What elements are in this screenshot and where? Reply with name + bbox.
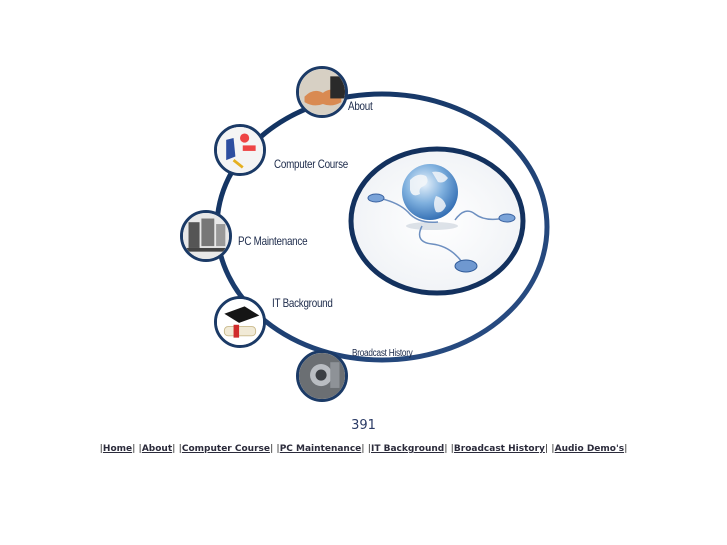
- about-thumbnail[interactable]: [296, 66, 348, 118]
- footer-link-audio-demos[interactable]: Audio Demo's: [554, 444, 625, 454]
- visitor-counter: 391: [351, 418, 376, 433]
- separator: | |: [132, 444, 142, 454]
- inner-orbit-ring: [348, 146, 526, 296]
- mouse-cables-icon: [377, 197, 506, 263]
- orbit-graphic: [214, 91, 550, 363]
- nav-computer-course-link[interactable]: Computer Course: [274, 157, 348, 171]
- globe-icon: [402, 164, 458, 230]
- computer-tower-icon: [183, 213, 229, 259]
- footer-link-about[interactable]: About: [141, 444, 173, 454]
- footer-link-it-background[interactable]: IT Background: [371, 444, 445, 454]
- footer-link-broadcast-history[interactable]: Broadcast History: [453, 444, 545, 454]
- graduation-cap-icon: [217, 299, 263, 345]
- separator: | |: [172, 444, 182, 454]
- handshake-icon: [299, 69, 345, 115]
- separator: | |: [444, 444, 454, 454]
- orbit-navigation: About Computer Course PC Maintenance IT …: [180, 66, 550, 402]
- broadcast-equipment-icon: [299, 353, 345, 399]
- nav-it-background-link[interactable]: IT Background: [272, 296, 333, 310]
- computer-course-thumbnail[interactable]: [214, 124, 266, 176]
- it-background-thumbnail[interactable]: [214, 296, 266, 348]
- mouse-icon: [367, 193, 516, 273]
- separator: |: [99, 444, 103, 454]
- separator: |: [624, 444, 628, 454]
- nav-pc-maintenance-link[interactable]: PC Maintenance: [238, 234, 308, 248]
- nav-broadcast-history-link[interactable]: Broadcast History: [352, 348, 413, 359]
- separator: | |: [544, 444, 555, 454]
- separator: | |: [269, 444, 280, 454]
- broadcast-history-thumbnail[interactable]: [296, 350, 348, 402]
- pc-maintenance-thumbnail[interactable]: [180, 210, 232, 262]
- separator: | |: [361, 444, 371, 454]
- footer-link-home[interactable]: Home: [102, 444, 133, 454]
- nav-about-link[interactable]: About: [348, 99, 373, 113]
- footer-link-pc-maintenance[interactable]: PC Maintenance: [279, 444, 362, 454]
- students-icon: [217, 127, 263, 173]
- footer-link-computer-course[interactable]: Computer Course: [181, 444, 270, 454]
- footer-navigation: |Home| |About| |Computer Course| |PC Mai…: [0, 444, 727, 454]
